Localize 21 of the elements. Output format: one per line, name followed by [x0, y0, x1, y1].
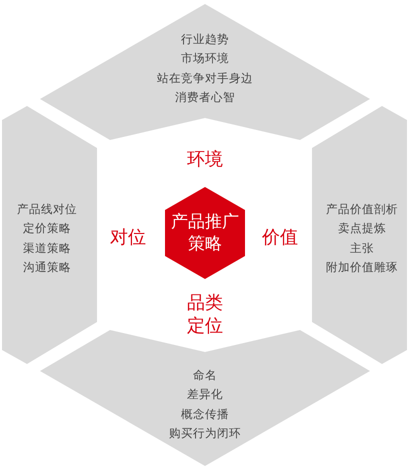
list-item: 市场环境 — [181, 52, 229, 66]
list-item: 定价策略 — [23, 222, 71, 236]
category-heading: 对位 — [109, 226, 147, 250]
list-item: 行业趋势 — [181, 33, 229, 47]
list-item: 概念传播 — [181, 408, 229, 422]
category-heading: 环境 — [186, 148, 224, 172]
list-item: 命名 — [193, 369, 217, 383]
center-label: 产品推广策略 — [170, 210, 240, 256]
list-item: 附加价值雕琢 — [326, 261, 398, 275]
list-item: 沟通策略 — [23, 261, 71, 275]
list-item: 卖点提炼 — [338, 222, 386, 236]
category-heading: 价值 — [261, 226, 299, 250]
list-item: 渠道策略 — [23, 242, 71, 256]
list-item: 主张 — [350, 242, 374, 256]
list-item: 购买行为闭环 — [169, 427, 241, 441]
list-item: 消费者心智 — [175, 91, 235, 105]
list-item: 产品线对位 — [17, 203, 77, 217]
category-heading: 品类定位 — [186, 292, 224, 338]
list-item: 站在竞争对手身边 — [157, 72, 253, 86]
list-item: 差异化 — [187, 388, 223, 402]
list-item: 产品价值剖析 — [326, 203, 398, 217]
